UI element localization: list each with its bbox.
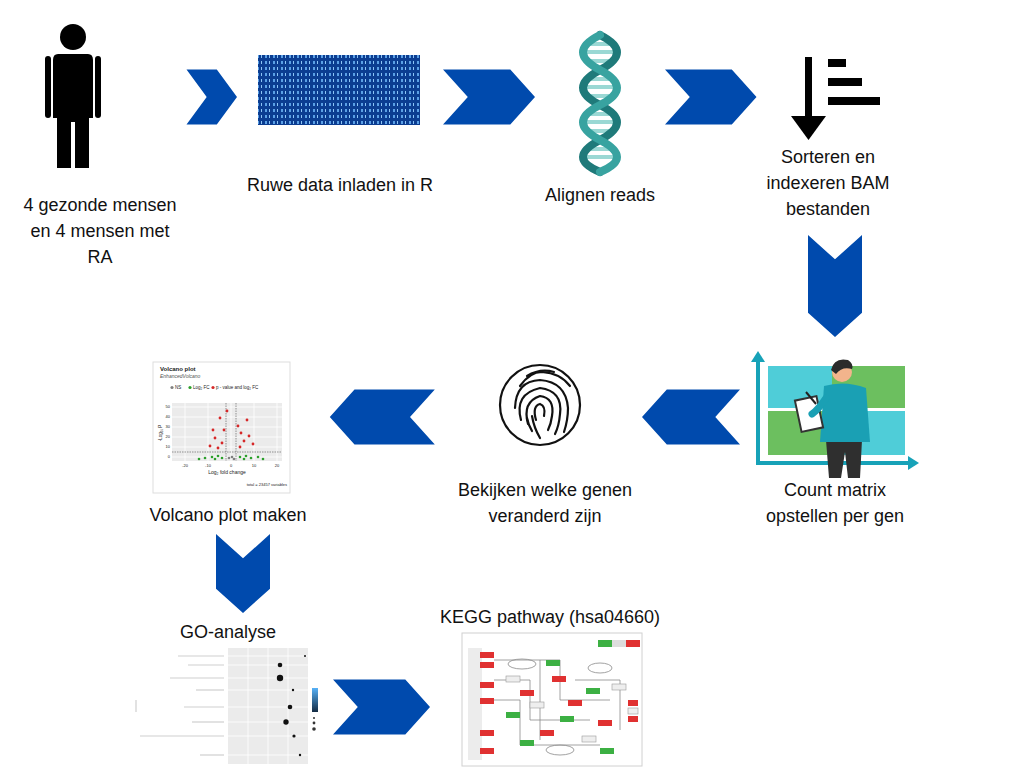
person-icon — [45, 24, 101, 168]
binary-data-icon — [258, 55, 420, 125]
sort-icon — [791, 57, 880, 140]
plot-text: Log₂ fold change — [208, 470, 246, 475]
process-step: 4 gezonde mensen en 4 mensen met RA — [18, 20, 183, 272]
plot-text: 0 — [168, 455, 170, 459]
plot-text: 0 — [230, 464, 232, 468]
plot-text: 40 — [166, 415, 170, 419]
step-caption: Count matrix opstellen per gen — [764, 477, 906, 529]
step-caption: Ruwe data inladen in R — [245, 172, 435, 198]
plot-text: 50 — [166, 405, 170, 409]
plot-text: 20 — [275, 464, 279, 468]
chevron-arrow — [808, 235, 862, 337]
plot-text: 10 — [166, 445, 170, 449]
process-step: KEGG pathway (hsa04660) — [434, 602, 666, 768]
plot-text: EnhancedVolcano — [160, 374, 200, 379]
plot-text: 20 — [166, 435, 170, 439]
chevron-arrow — [443, 70, 535, 125]
step-caption: Volcano plot maken — [148, 502, 309, 528]
step-caption: 4 gezonde mensen en 4 mensen met RA — [22, 192, 179, 270]
plot-text: NS — [175, 386, 181, 391]
dna-icon — [583, 35, 617, 172]
process-step: Alignen reads — [539, 30, 661, 210]
process-step: Bekijken welke genen veranderd zijn — [452, 360, 638, 531]
fingerprint-icon — [500, 365, 580, 445]
process-step: Count matrix opstellen per gen — [744, 348, 926, 531]
chevron-arrow — [330, 390, 435, 445]
plot-text: -20 — [182, 464, 188, 468]
process-step: GO-analyse — [127, 617, 329, 768]
step-caption: KEGG pathway (hsa04660) — [438, 604, 662, 630]
chevron-arrow — [333, 680, 430, 735]
volcano-plot-image — [153, 362, 290, 493]
go-analysis-image — [133, 645, 327, 766]
step-caption: Alignen reads — [543, 182, 657, 208]
count-matrix-illustration — [751, 351, 919, 478]
process-step: Sorteren en indexeren BAM bestanden — [761, 53, 896, 224]
plot-text: -10 — [205, 464, 211, 468]
plot-text: p - value and log₂ FC — [216, 386, 258, 391]
chevron-arrow — [665, 70, 757, 125]
plot-text: 30 — [166, 425, 170, 429]
process-step: Ruwe data inladen in R — [241, 53, 439, 200]
plot-text: Log₂ FC — [193, 386, 210, 391]
step-caption: Sorteren en indexeren BAM bestanden — [765, 144, 892, 222]
plot-text: -Log₁₀ P — [159, 425, 164, 442]
step-caption: Bekijken welke genen veranderd zijn — [456, 477, 634, 529]
plot-text: Volcano plot — [160, 366, 196, 372]
plot-text: 10 — [252, 464, 256, 468]
chevron-arrow — [642, 390, 740, 445]
chevron-arrow — [187, 70, 238, 125]
kegg-pathway-image — [462, 633, 642, 766]
plot-text: total = 23457 variables — [247, 483, 287, 487]
chevron-arrow — [216, 534, 270, 613]
step-caption: GO-analyse — [178, 619, 278, 645]
